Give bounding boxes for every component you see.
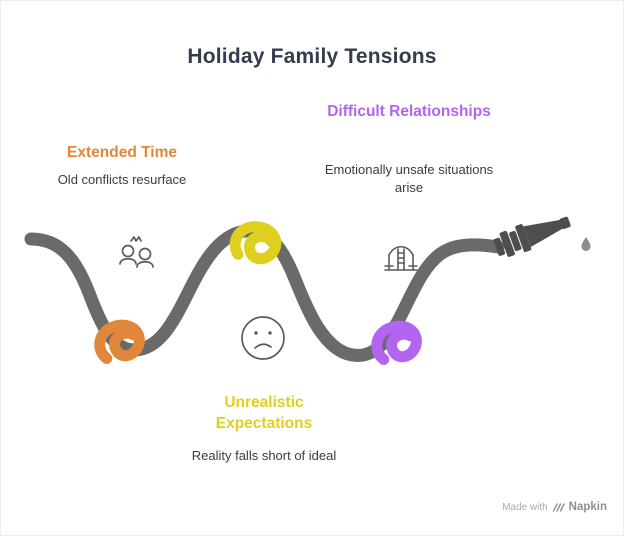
desc-unrealistic-expectations: Reality falls short of ideal [191,448,337,463]
label-extended-time: Extended Time [67,144,177,161]
napkin-brand-text: Napkin [568,501,607,513]
knot-extended-time [94,319,145,365]
page-title: Holiday Family Tensions [187,45,437,68]
knot-difficult-relationships [371,320,422,366]
made-with-text: Made with [502,501,548,513]
nozzle-icon [493,216,571,257]
desc-difficult-relationships: Emotionally unsafe situations arise [324,162,494,195]
napkin-logo-icon [552,502,565,512]
knot-unrealistic-expectations [229,221,282,265]
label-unrealistic-expectations: Unrealistic Expectations [215,394,313,432]
people-conflict-icon [119,236,154,268]
droplet-icon [581,237,591,251]
desc-extended-time: Old conflicts resurface [57,172,187,187]
bridge-icon [384,245,418,271]
sad-face-icon [241,316,285,360]
label-difficult-relationships: Difficult Relationships [327,103,491,120]
napkin-watermark[interactable]: Made with Napkin [502,501,607,513]
